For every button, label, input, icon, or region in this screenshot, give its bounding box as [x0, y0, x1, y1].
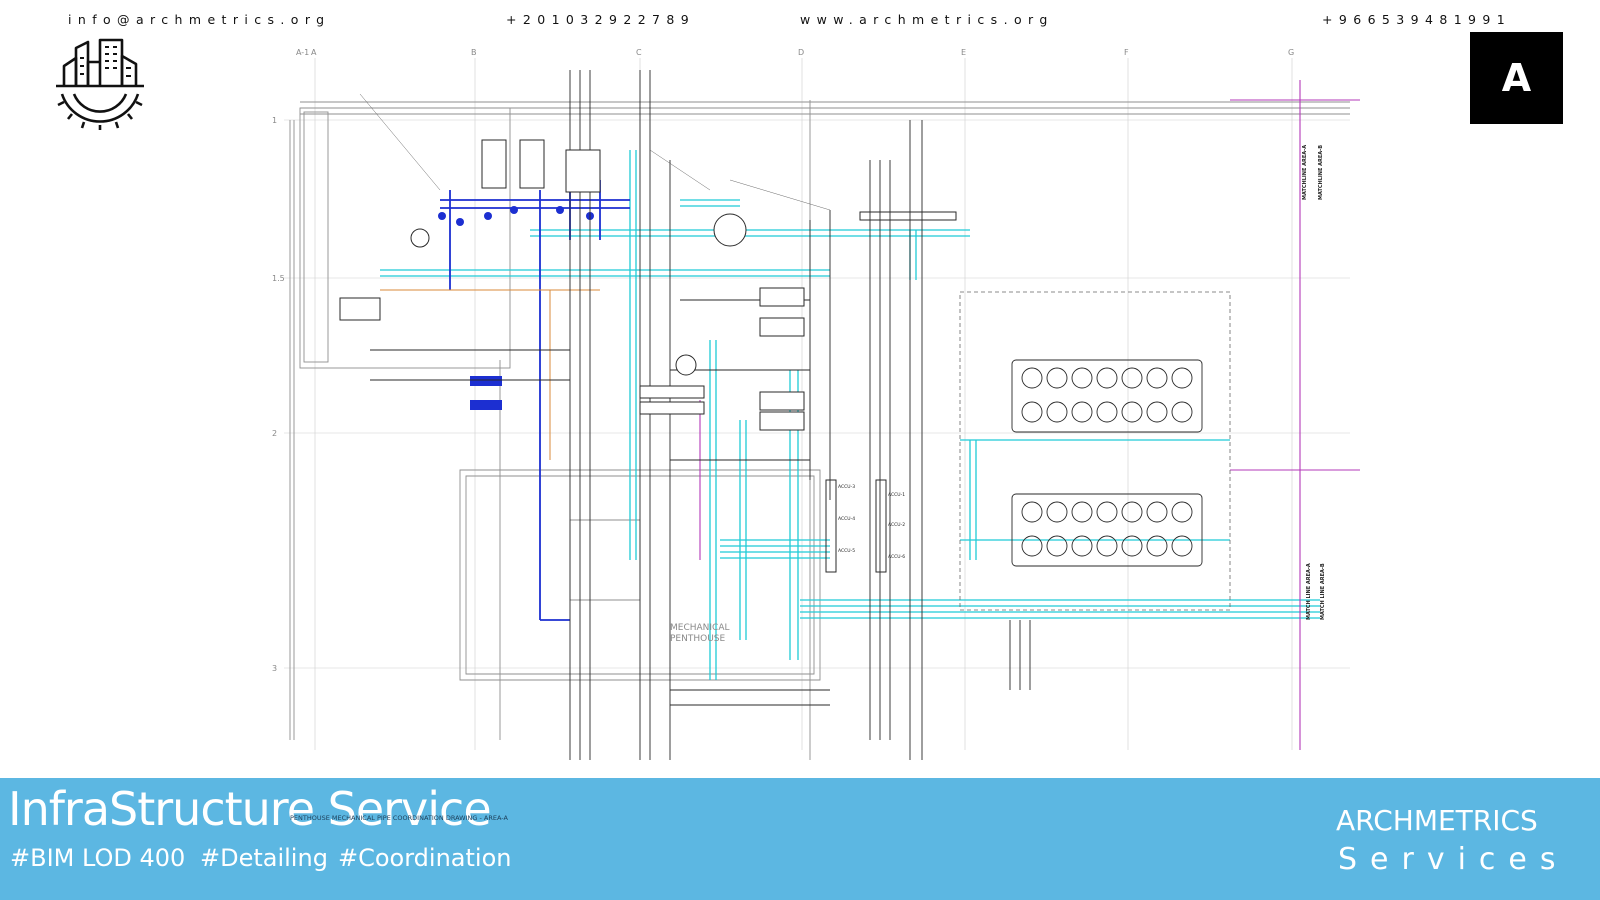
building-outline [289, 100, 1350, 760]
brand-name: ARCHMETRICS [1336, 804, 1538, 837]
accu-label: ACCU-5 [838, 548, 855, 554]
pipe-network-blue [440, 180, 630, 621]
grid-row-label: 2 [272, 429, 277, 438]
matchline-label: MATCHLINE AREA-A [1302, 145, 1308, 200]
pipe-network-cyan [380, 150, 1320, 680]
tag-bim-lod: #BIM LOD 400 [10, 844, 186, 872]
chiller-fan [1071, 535, 1093, 557]
chiller-fan [1021, 401, 1043, 423]
city-gear-icon [56, 36, 150, 130]
grid-lines [284, 58, 1350, 750]
pipe-fittings-blue [438, 206, 594, 410]
chiller-fan [1046, 535, 1068, 557]
grid-column-label: F [1124, 48, 1129, 57]
chiller-fan [1096, 535, 1118, 557]
chiller-fan [1146, 401, 1168, 423]
room-label-line2: PENTHOUSE [670, 634, 725, 644]
chiller-fan [1171, 367, 1193, 389]
matchline-label: MATCHLINE AREA-B [1318, 145, 1324, 200]
accu-label: ACCU-6 [888, 554, 905, 560]
accu-units [825, 211, 957, 573]
chiller-fan [1171, 535, 1193, 557]
chiller-fan [1071, 501, 1093, 523]
banner-title: InfraStructure Service [8, 782, 492, 836]
accu-label: ACCU-4 [838, 516, 855, 522]
grid-column-label: A [311, 48, 317, 57]
chiller-fan [1096, 401, 1118, 423]
grid-row-label: 1 [272, 116, 277, 125]
room-label-line1: MECHANICAL [670, 623, 730, 633]
accu-label: ACCU-1 [888, 492, 905, 498]
tag-coordination: #Coordination [338, 844, 512, 872]
chiller-fan [1021, 501, 1043, 523]
accu-label: ACCU-3 [838, 484, 855, 490]
contact-phone-egypt[interactable]: +201032922789 [506, 12, 696, 27]
chiller-fan [1146, 367, 1168, 389]
matchline-label: MATCH LINE AREA-B [1320, 563, 1326, 620]
chiller-fan [1146, 501, 1168, 523]
annotation-leaders [359, 93, 831, 211]
grid-column-label: G [1288, 48, 1294, 57]
tag-detailing: #Detailing [200, 844, 328, 872]
chiller-fan [1046, 367, 1068, 389]
chiller-fan [1171, 401, 1193, 423]
chiller-fan [1146, 535, 1168, 557]
chiller-fan [1121, 535, 1143, 557]
chiller-fan [1046, 501, 1068, 523]
chiller-fan [1096, 367, 1118, 389]
grid-column-label: A-1 [296, 48, 309, 57]
logo-letter: A [1501, 56, 1532, 100]
grid-column-label: D [798, 48, 804, 57]
grid-column-label: E [961, 48, 966, 57]
pipe-network-orange [380, 289, 600, 460]
drawing-caption: PENTHOUSE MECHANICAL PIPE COORDINATION D… [290, 814, 508, 822]
chiller-fan [1071, 367, 1093, 389]
chiller-fan [1121, 401, 1143, 423]
grid-row-label: 1.5 [272, 274, 285, 283]
chiller-fan [1071, 401, 1093, 423]
archmetrics-logo: A [1470, 32, 1563, 124]
chiller-fan [1121, 501, 1143, 523]
chiller-fan [1121, 367, 1143, 389]
grid-column-label: C [636, 48, 642, 57]
chiller-fan [1021, 535, 1043, 557]
chiller-fan [1046, 401, 1068, 423]
service-banner: InfraStructure Service PENTHOUSE MECHANI… [0, 778, 1600, 900]
grid-column-label: B [471, 48, 477, 57]
contact-bar: info@archmetrics.org +201032922789 www.a… [0, 10, 1600, 32]
chiller-fan [1171, 501, 1193, 523]
equipment [339, 139, 805, 431]
grid-row-label: 3 [272, 664, 277, 673]
matchline-label: MATCH LINE AREA-A [1306, 563, 1312, 620]
brand-subtitle: Services [1338, 842, 1569, 877]
contact-email[interactable]: info@archmetrics.org [68, 12, 331, 27]
contact-website[interactable]: www.archmetrics.org [800, 12, 1054, 27]
chiller-fan [1021, 367, 1043, 389]
air-cooled-chillers [1011, 359, 1203, 567]
accu-label: ACCU-2 [888, 522, 905, 528]
contact-phone-saudi[interactable]: +966539481991 [1322, 12, 1512, 27]
chiller-enclosure [959, 291, 1231, 611]
chiller-fan [1096, 501, 1118, 523]
